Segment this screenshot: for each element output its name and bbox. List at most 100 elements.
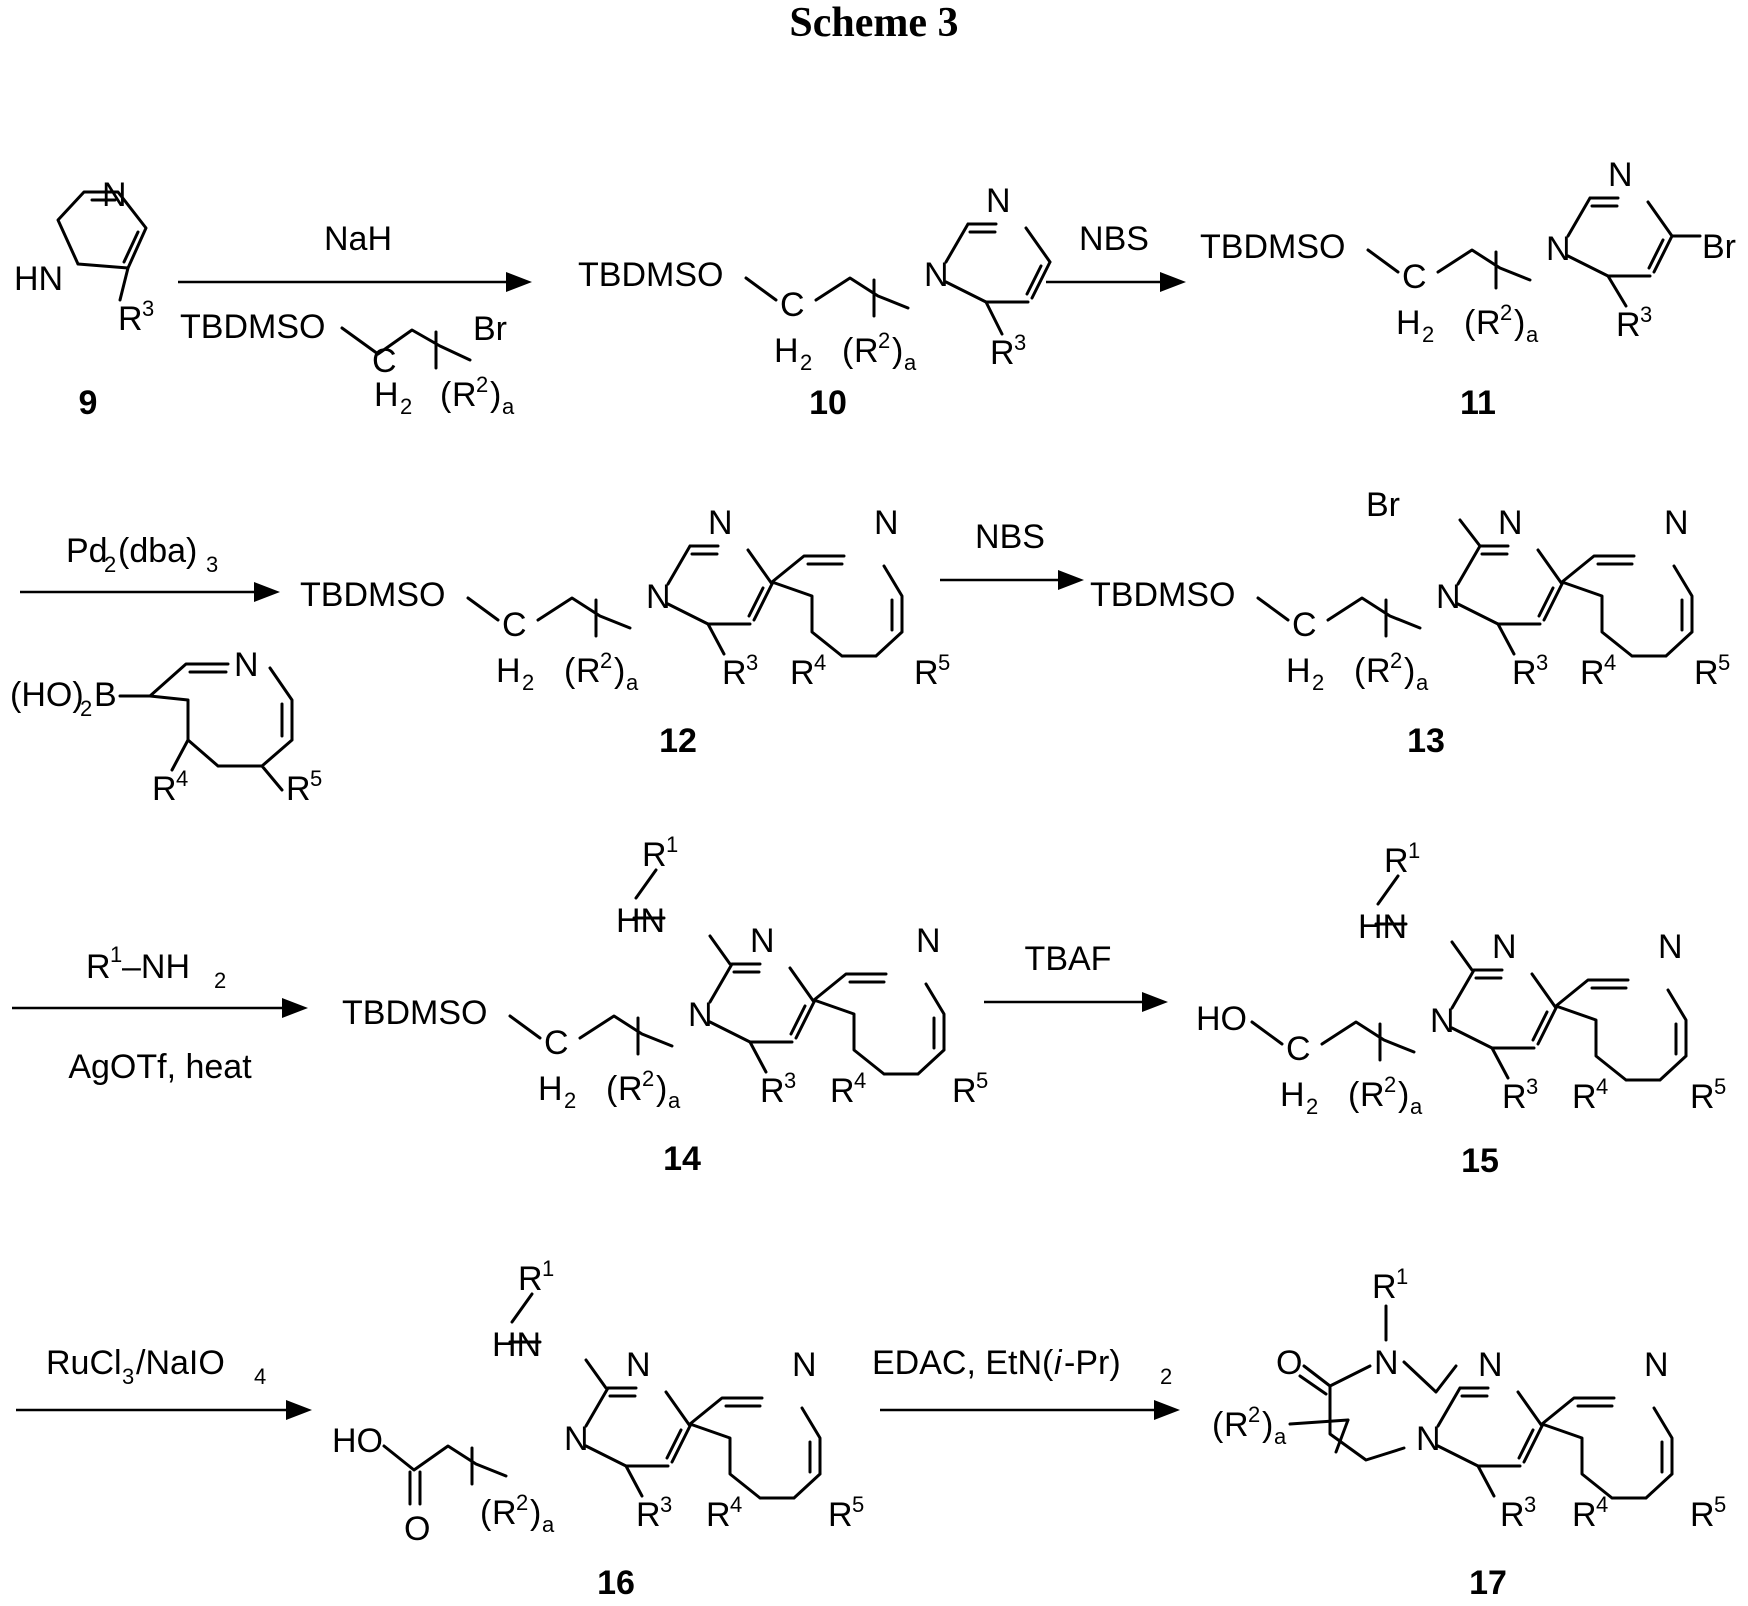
svg-text:/NaIO: /NaIO	[136, 1344, 225, 1382]
svg-text:N: N	[234, 646, 259, 684]
svg-text:N: N	[626, 1346, 651, 1384]
svg-text:R: R	[1694, 654, 1719, 692]
reagent-nbs-1: NBS	[1079, 220, 1149, 258]
svg-text:R: R	[1502, 1078, 1527, 1116]
compound-11-structure: TBDMSO C N N Br R 3 H 2 ( R 2 ) a	[1200, 156, 1736, 347]
svg-text:): )	[1262, 1406, 1273, 1444]
reagent-tbdmso-alkyl-bromide: TBDMSO Br C H 2 ( R 2 ) a	[180, 308, 515, 419]
svg-text:): )	[530, 1494, 541, 1532]
svg-text:R: R	[1500, 1496, 1525, 1534]
svg-text:HO: HO	[1196, 1000, 1247, 1038]
svg-text:HN: HN	[492, 1326, 541, 1364]
svg-text:R: R	[118, 300, 143, 338]
svg-text:Br: Br	[1702, 228, 1736, 266]
svg-text:C: C	[780, 286, 805, 324]
compound-16-structure: HO O N N HN R 1 N R 3 R 4 R 5 ( R 2 ) a	[332, 1256, 864, 1548]
svg-text:R: R	[952, 1072, 977, 1110]
svg-text:3: 3	[1526, 1074, 1538, 1099]
svg-text:HN: HN	[1358, 908, 1407, 946]
svg-text:(: (	[480, 1494, 492, 1532]
svg-text:R: R	[492, 1494, 517, 1532]
svg-text:): )	[490, 376, 501, 414]
svg-text:2: 2	[1390, 648, 1402, 673]
svg-text:N: N	[646, 578, 671, 616]
reagent-agotf-heat: AgOTf, heat	[68, 1048, 252, 1086]
svg-text:R: R	[1224, 1406, 1249, 1444]
svg-text:2: 2	[1160, 1364, 1172, 1389]
svg-text:5: 5	[938, 650, 950, 675]
svg-text:N: N	[1498, 504, 1523, 542]
compound-15-label: 15	[1461, 1142, 1499, 1180]
svg-text:a: a	[668, 1088, 681, 1113]
svg-text:N: N	[1416, 1420, 1441, 1458]
reagent-rucl3-naio4: RuCl 3 /NaIO 4	[46, 1344, 266, 1389]
svg-text:a: a	[1410, 1094, 1423, 1119]
compound-12-label: 12	[659, 722, 697, 760]
svg-text:a: a	[904, 350, 917, 375]
svg-text:(: (	[1464, 304, 1476, 342]
svg-text:O: O	[404, 1510, 430, 1548]
svg-text:5: 5	[852, 1492, 864, 1517]
svg-text:2: 2	[516, 1490, 528, 1515]
svg-text:1: 1	[1408, 838, 1420, 863]
svg-text:EDAC, EtN(: EDAC, EtN(	[872, 1344, 1054, 1382]
svg-text:N: N	[1374, 1344, 1399, 1382]
svg-text:2: 2	[642, 1066, 654, 1091]
svg-text:3: 3	[660, 1492, 672, 1517]
svg-text:R: R	[636, 1496, 661, 1534]
svg-text:5: 5	[1714, 1074, 1726, 1099]
svg-text:R: R	[1572, 1078, 1597, 1116]
svg-text:N: N	[1608, 156, 1633, 194]
svg-text:3: 3	[122, 1364, 134, 1389]
svg-text:(: (	[606, 1070, 618, 1108]
svg-text:2: 2	[1312, 670, 1324, 695]
svg-text:4: 4	[176, 766, 188, 791]
svg-text:3: 3	[1640, 302, 1652, 327]
svg-text:H: H	[774, 332, 799, 370]
svg-text:N: N	[1644, 1346, 1669, 1384]
svg-text:N: N	[924, 256, 949, 294]
svg-text:-Pr): -Pr)	[1064, 1344, 1121, 1382]
svg-text:(: (	[564, 652, 576, 690]
reagent-boronic-acid: (HO) 2 B N R 4 R 5	[10, 646, 322, 808]
arrow-3	[20, 582, 280, 602]
svg-text:4: 4	[814, 650, 826, 675]
arrow-2	[1046, 272, 1186, 292]
svg-text:2: 2	[1248, 1402, 1260, 1427]
svg-text:R: R	[642, 836, 667, 874]
svg-text:H: H	[538, 1070, 563, 1108]
svg-text:R: R	[618, 1070, 643, 1108]
svg-text:RuCl: RuCl	[46, 1344, 122, 1382]
svg-text:Pd: Pd	[66, 532, 108, 570]
svg-text:–NH: –NH	[122, 948, 190, 986]
svg-text:R: R	[518, 1260, 543, 1298]
svg-text:2: 2	[104, 552, 116, 577]
svg-text:N: N	[986, 182, 1011, 220]
svg-text:3: 3	[1524, 1492, 1536, 1517]
svg-text:R: R	[1690, 1496, 1715, 1534]
svg-text:N: N	[750, 922, 775, 960]
svg-text:4: 4	[854, 1068, 866, 1093]
svg-text:2: 2	[476, 372, 488, 397]
svg-text:R: R	[914, 654, 939, 692]
svg-text:R: R	[452, 376, 477, 414]
scheme-title: Scheme 3	[789, 0, 958, 46]
svg-text:2: 2	[1306, 1094, 1318, 1119]
svg-text:C: C	[1286, 1030, 1311, 1068]
svg-text:3: 3	[746, 650, 758, 675]
svg-text:N: N	[1664, 504, 1689, 542]
svg-text:R: R	[1366, 652, 1391, 690]
svg-text:(: (	[1354, 652, 1366, 690]
svg-text:4: 4	[1596, 1492, 1608, 1517]
svg-text:4: 4	[730, 1492, 742, 1517]
compound-10-structure: TBDMSO C N N R 3 H 2 ( R 2 ) a	[578, 182, 1050, 375]
svg-text:HN: HN	[14, 260, 63, 298]
svg-text:C: C	[1402, 258, 1427, 296]
svg-text:5: 5	[310, 766, 322, 791]
svg-text:2: 2	[522, 670, 534, 695]
svg-text:R: R	[706, 1496, 731, 1534]
svg-text:H: H	[496, 652, 521, 690]
compound-9-label: 9	[79, 384, 98, 422]
svg-text:): )	[1398, 1076, 1409, 1114]
compound-14-label: 14	[663, 1140, 701, 1178]
